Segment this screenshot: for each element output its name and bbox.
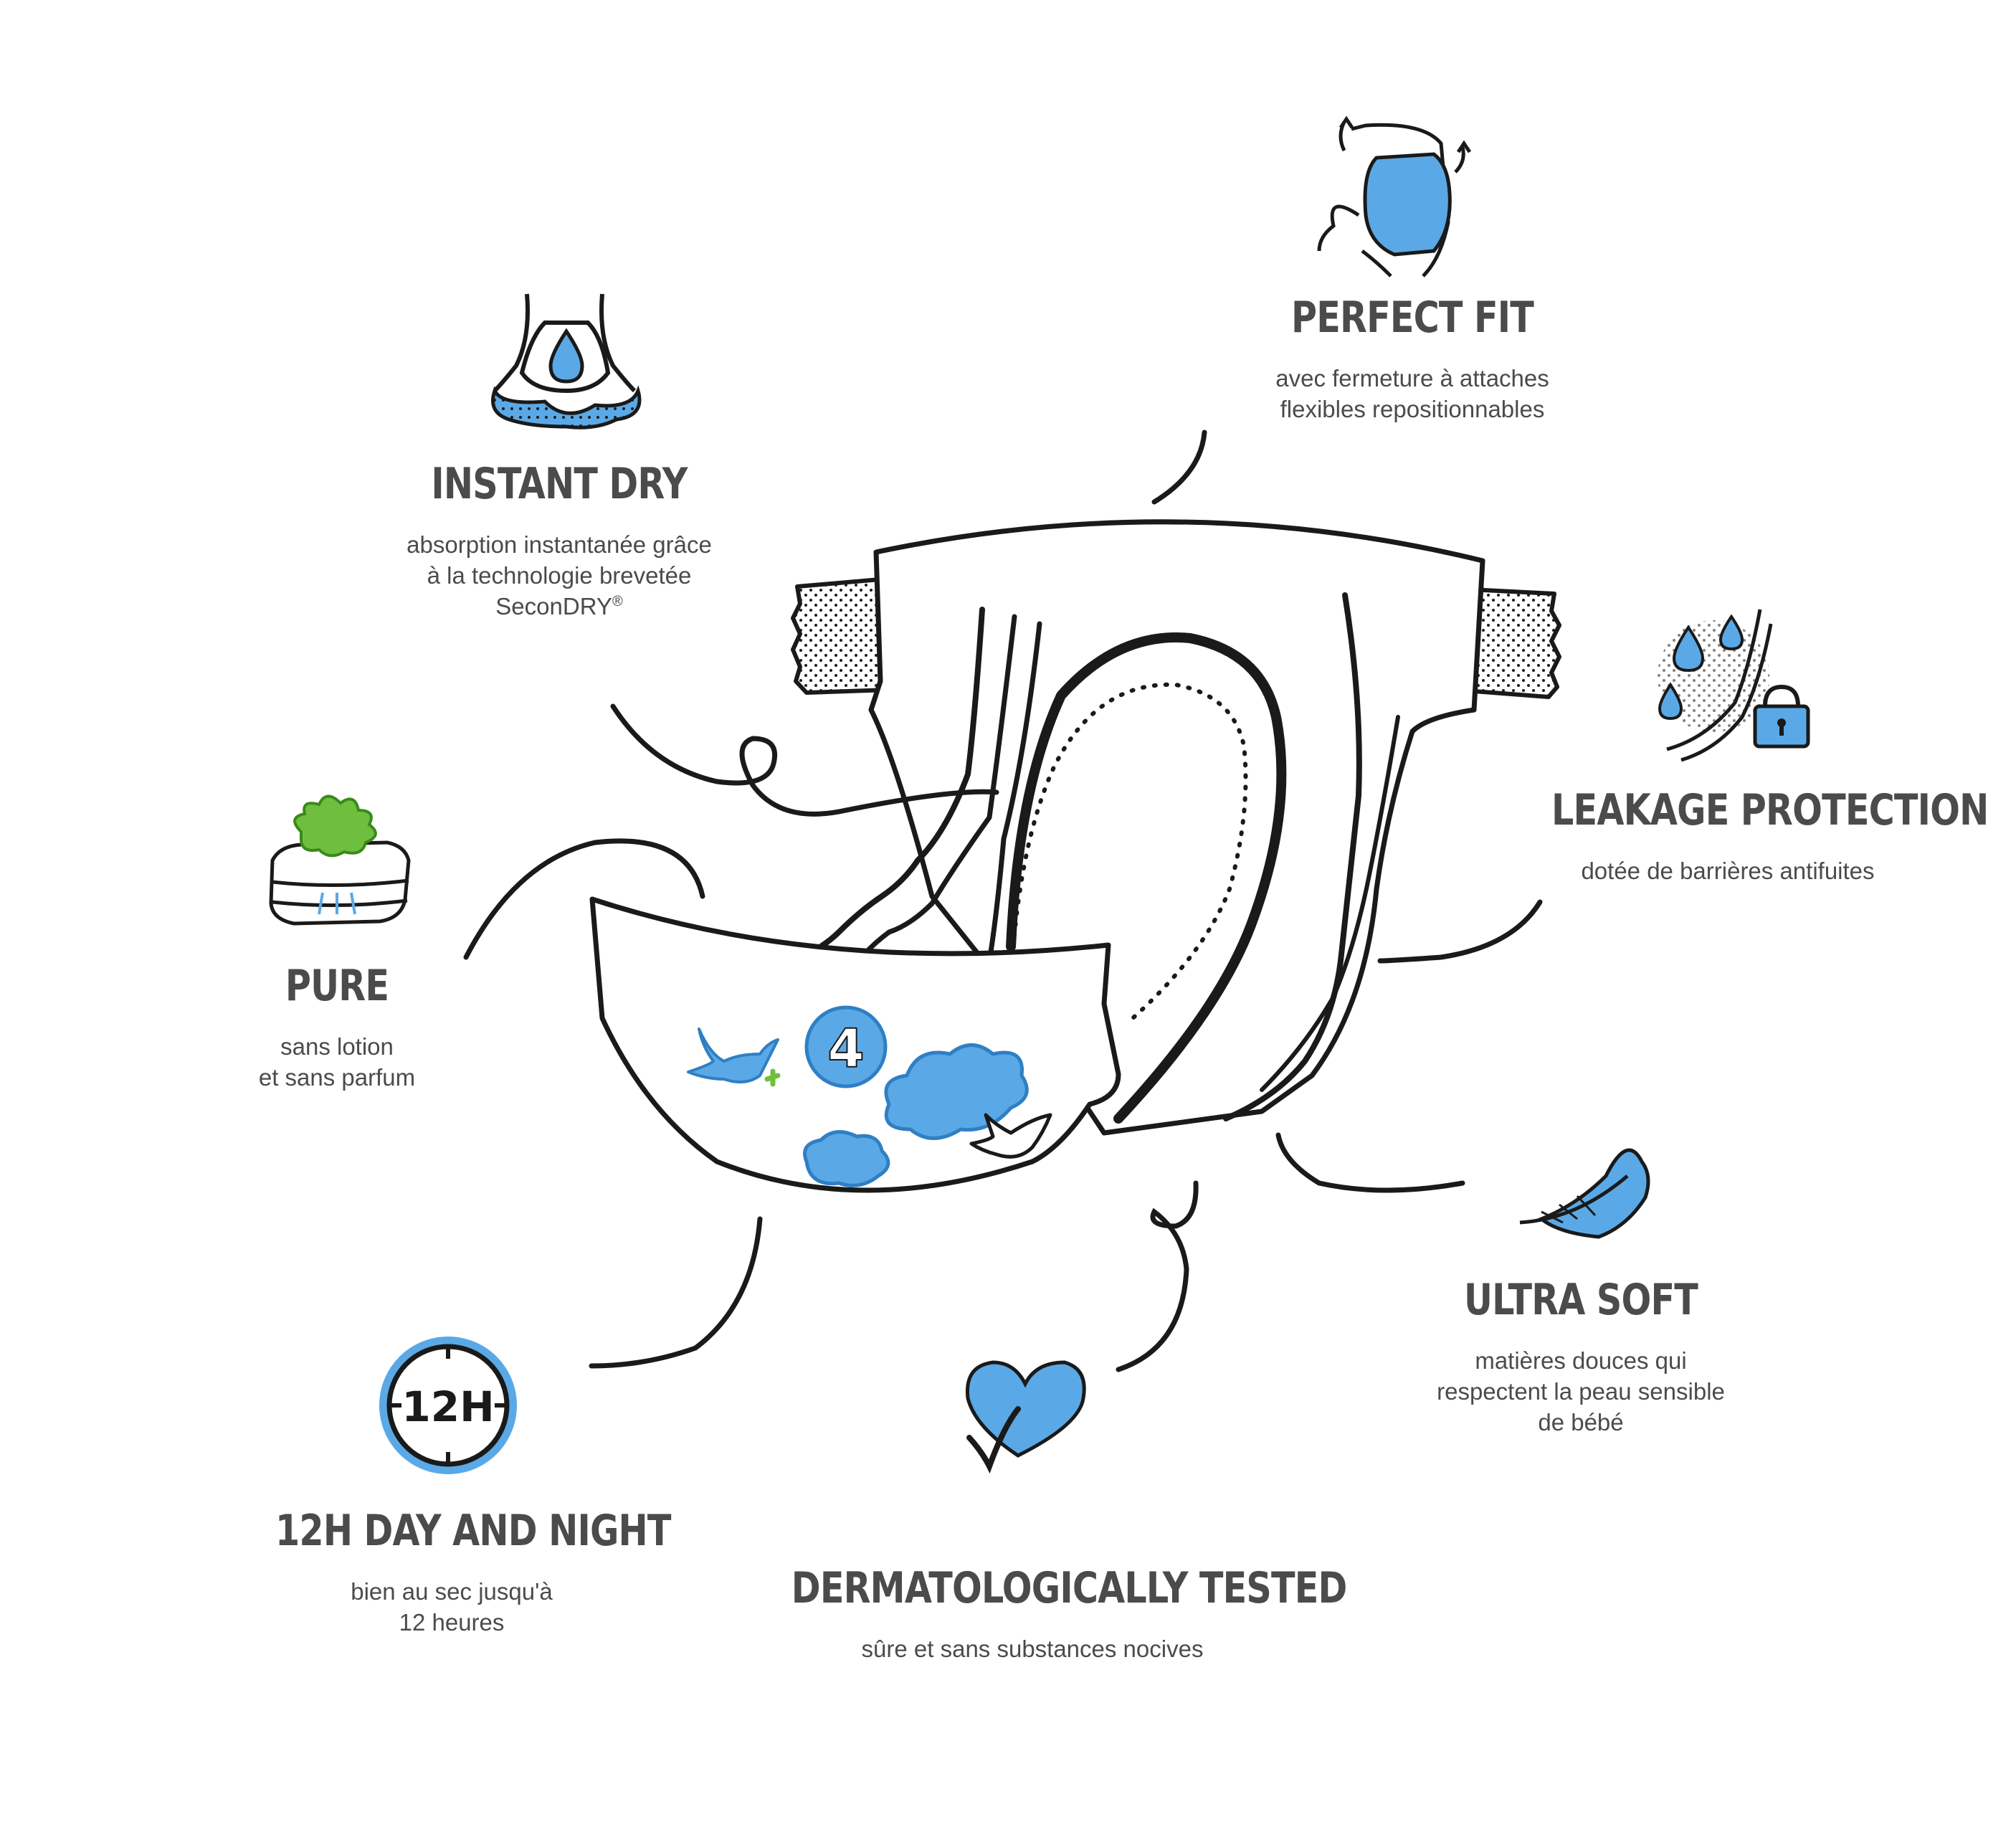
heart-check-icon xyxy=(965,1360,1086,1474)
feature-dermatologically-tested: DERMATOLOGICALLY TESTED sûre et sans sub… xyxy=(738,1563,1348,1664)
feature-12h-day-and-night: 12H DAY AND NIGHT bien au sec jusqu'à 12… xyxy=(237,1506,671,1638)
lock-drops-icon xyxy=(1658,609,1810,762)
connector-leakage xyxy=(1377,899,1543,964)
feature-description: matières douces qui respectent la peau s… xyxy=(1380,1345,1782,1438)
description-line: et sans parfum xyxy=(258,1064,416,1091)
clock-icon: 12H xyxy=(379,1337,517,1474)
diaper-illustration: 4 xyxy=(589,519,1561,1193)
right-leg-cuff-outer xyxy=(1223,592,1362,1121)
drop-barrier-icon xyxy=(491,293,642,429)
feature-ultra-soft: ULTRA SOFT matières douces qui respecten… xyxy=(1380,1275,1782,1438)
size-badge-number: 4 xyxy=(827,1018,865,1080)
feature-title: PURE xyxy=(285,961,389,1011)
feature-description: dotée de barrières antifuites xyxy=(1513,855,1943,886)
feature-title: DERMATOLOGICALLY TESTED xyxy=(791,1563,1348,1613)
description-line-text: SeconDRY xyxy=(495,593,612,620)
feature-description: absorption instantanée grâce à la techno… xyxy=(337,529,781,622)
feature-title: PERFECT FIT xyxy=(1290,293,1534,343)
description-line: de bébé xyxy=(1538,1409,1624,1435)
connector-perfect-fit xyxy=(1151,429,1207,505)
front-print: 4 xyxy=(687,1005,1052,1187)
description-line: bien au sec jusqu'à xyxy=(351,1578,553,1605)
connector-ultra-soft xyxy=(1275,1132,1465,1193)
feature-title: ULTRA SOFT xyxy=(1463,1275,1698,1325)
connector-pure xyxy=(463,838,705,960)
clover-small xyxy=(764,1068,781,1087)
size-badge xyxy=(804,1005,888,1088)
connector-instant-dry xyxy=(610,703,999,817)
feature-description: avec fermeture à attaches flexibles repo… xyxy=(1197,363,1627,424)
description-line: flexibles repositionnables xyxy=(1280,396,1545,422)
cloud-small xyxy=(803,1130,890,1187)
feature-instant-dry: INSTANT DRY absorption instantanée grâce… xyxy=(337,459,781,622)
feature-pure: PURE sans lotion et sans parfum xyxy=(194,961,480,1093)
description-line: 12 heures xyxy=(399,1609,505,1636)
bird-white xyxy=(969,1113,1052,1159)
absorbent-core xyxy=(1006,632,1287,1124)
description-line: sûre et sans substances nocives xyxy=(861,1636,1204,1662)
description-line: respectent la peau sensible xyxy=(1437,1378,1725,1405)
feather-icon xyxy=(1519,1148,1650,1239)
right-fastening-tab xyxy=(1468,587,1561,699)
feature-title: INSTANT DRY xyxy=(431,459,688,509)
description-line: absorption instantanée grâce xyxy=(406,531,712,558)
right-leg-cuff-inner xyxy=(1260,715,1400,1092)
cloud-large xyxy=(884,1043,1029,1140)
feature-description: sûre et sans substances nocives xyxy=(738,1633,1326,1664)
left-fastening-tab xyxy=(791,577,891,695)
bird-blue xyxy=(687,1027,779,1083)
description-line: à la technologie brevetée xyxy=(427,562,692,589)
connector-lines xyxy=(463,429,1543,1372)
secondry-channel xyxy=(1009,682,1248,1020)
description-line: dotée de barrières antifuites xyxy=(1581,858,1875,884)
registered-mark: ® xyxy=(612,594,623,609)
connector-12h xyxy=(589,1216,763,1369)
description-line: SeconDRY® xyxy=(337,591,781,622)
clock-label: 12H xyxy=(401,1382,494,1431)
left-leg-line xyxy=(986,621,1042,964)
connector-derma xyxy=(1116,1180,1199,1372)
feature-perfect-fit: PERFECT FIT avec fermeture à attaches fl… xyxy=(1197,293,1627,424)
description-line: avec fermeture à attaches xyxy=(1275,365,1549,391)
feature-description: bien au sec jusqu'à 12 heures xyxy=(237,1576,667,1638)
feature-description: sans lotion et sans parfum xyxy=(194,1031,480,1093)
description-line: sans lotion xyxy=(280,1033,394,1060)
feature-leakage-protection: LEAKAGE PROTECTION dotée de barrières an… xyxy=(1513,785,1989,886)
feature-title: 12H DAY AND NIGHT xyxy=(275,1506,671,1556)
fit-body-icon xyxy=(1317,115,1472,277)
leaf-layers-icon xyxy=(269,794,411,926)
feature-title: LEAKAGE PROTECTION xyxy=(1551,785,1989,835)
description-line: matières douces qui xyxy=(1475,1347,1687,1374)
